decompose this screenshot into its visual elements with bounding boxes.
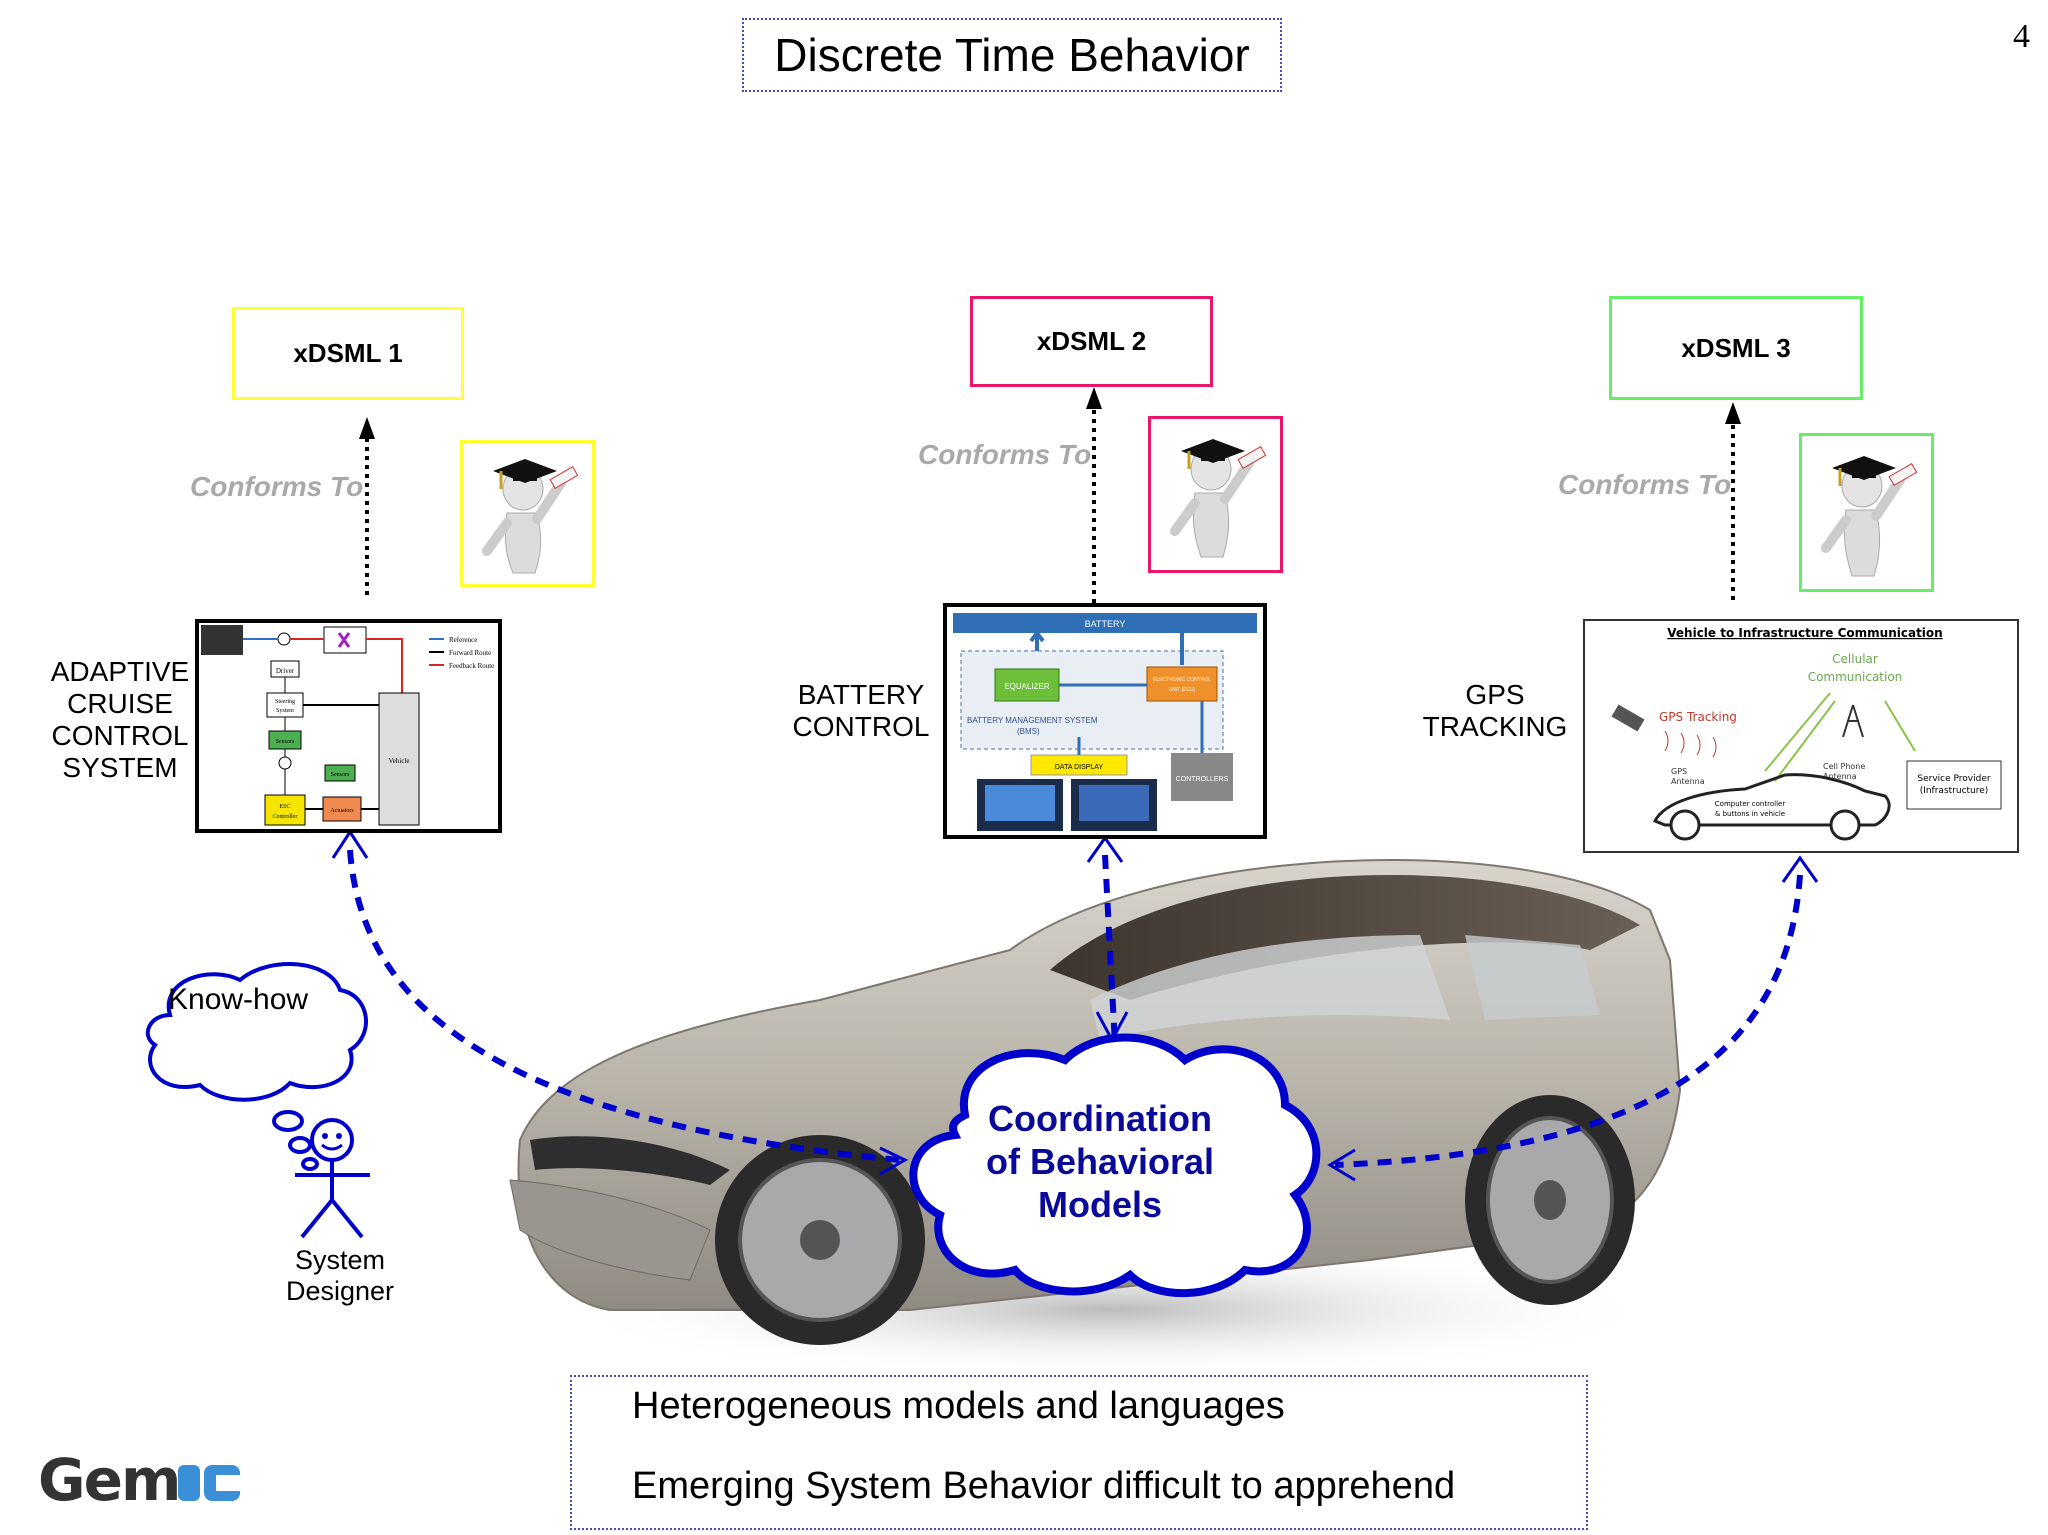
- svg-text:ELECTRONIC CONTROL: ELECTRONIC CONTROL: [1153, 677, 1211, 683]
- xdsml-1-box: xDSML 1: [232, 307, 464, 400]
- gemoc-logo: Gem: [38, 1445, 248, 1530]
- svg-text:Forward Route: Forward Route: [449, 649, 491, 657]
- language-engineer-3: [1799, 433, 1934, 592]
- conforms-arrow-1: [359, 417, 375, 595]
- svg-text:Feedback Route: Feedback Route: [449, 662, 494, 670]
- summary-box: [570, 1375, 1588, 1530]
- conforms-to-3: Conforms To: [1558, 469, 1732, 500]
- svg-text:EQUALIZER: EQUALIZER: [1004, 682, 1050, 691]
- system-label-1: ADAPTIVE CRUISE CONTROL SYSTEM: [50, 656, 190, 783]
- front-wheel: [715, 1135, 925, 1345]
- svg-text:System: System: [276, 708, 294, 714]
- svg-text:UNIT (ECU): UNIT (ECU): [1169, 687, 1196, 693]
- xdsml-3-label: xDSML 3: [1681, 332, 1791, 363]
- svg-text:Sensors: Sensors: [276, 739, 295, 745]
- thought-cloud: [145, 962, 368, 1171]
- svg-text:Computer controller: Computer controller: [1715, 800, 1786, 808]
- conforms-arrow-2: [1086, 387, 1102, 603]
- cell-tower-icon: [1842, 704, 1864, 738]
- car-outline-icon: [1652, 773, 1891, 841]
- graduate-figure-icon: [482, 459, 579, 574]
- language-engineer-1: [460, 440, 595, 587]
- graduate-figure-icon: [1821, 456, 1918, 577]
- svg-text:Gem: Gem: [38, 1446, 179, 1514]
- svg-text:BATTERY MANAGEMENT SYSTEM: BATTERY MANAGEMENT SYSTEM: [967, 716, 1098, 725]
- know-how-label: Know-how: [168, 983, 309, 1016]
- summary-line-1: Heterogeneous models and languages: [632, 1385, 1285, 1427]
- svg-text:& buttons in vehicle: & buttons in vehicle: [1715, 810, 1785, 818]
- xdsml-3-box: xDSML 3: [1609, 296, 1863, 400]
- svg-text:Actuators: Actuators: [330, 808, 354, 814]
- svg-text:(BMS): (BMS): [1017, 727, 1040, 736]
- svg-text:Steering: Steering: [275, 699, 295, 705]
- road-icon: [201, 625, 243, 655]
- system-label-3: GPS TRACKING: [1422, 679, 1568, 742]
- gemoc-logo-mark: Gem: [38, 1446, 240, 1514]
- svg-text:CONTROLLERS: CONTROLLERS: [1176, 776, 1229, 783]
- conforms-to-2: Conforms To: [918, 439, 1092, 470]
- conforms-arrow-3: [1725, 402, 1741, 600]
- xdsml-2-label: xDSML 2: [1036, 326, 1147, 356]
- svg-text:Cell Phone: Cell Phone: [1823, 762, 1865, 771]
- slide-title: Discrete Time Behavior: [742, 18, 1282, 92]
- summary-line-2: Emerging System Behavior difficult to ap…: [632, 1465, 1456, 1507]
- svg-text:Antenna: Antenna: [1823, 772, 1857, 781]
- graduate-figure-icon: [1170, 439, 1267, 558]
- svg-text:Service Provider: Service Provider: [1917, 774, 1990, 784]
- coordination-label: Coordination of Behavioral Models: [985, 1098, 1215, 1225]
- svg-text:(Infrastructure): (Infrastructure): [1920, 786, 1989, 796]
- xdsml-1-label: xDSML 1: [293, 338, 403, 368]
- satellite-icon: [1611, 704, 1645, 732]
- xdsml-2-box: xDSML 2: [970, 296, 1213, 387]
- svg-text:Antenna: Antenna: [1671, 777, 1705, 786]
- system-designer-label: System Designer: [285, 1245, 395, 1306]
- svg-text:DATA DISPLAY: DATA DISPLAY: [1055, 764, 1104, 771]
- battery-diagram: BATTERY EQUALIZER ELECTRONIC CONTROL UNI…: [943, 603, 1267, 839]
- svg-text:Sensors: Sensors: [331, 772, 350, 778]
- svg-text:Cellular: Cellular: [1832, 652, 1878, 666]
- svg-text:GPS: GPS: [1671, 767, 1687, 776]
- svg-text:GPS Tracking: GPS Tracking: [1659, 710, 1737, 724]
- svg-text:Controller: Controller: [273, 814, 298, 820]
- svg-text:Vehicle to Infrastructure Comm: Vehicle to Infrastructure Communication: [1667, 626, 1942, 640]
- svg-text:Reference: Reference: [449, 636, 477, 644]
- stick-figure-icon: [295, 1118, 370, 1239]
- svg-text:BATTERY: BATTERY: [1085, 619, 1126, 629]
- svg-text:Driver: Driver: [276, 667, 295, 675]
- svg-text:ESC: ESC: [279, 804, 290, 810]
- coordination-cloud: [909, 1033, 1321, 1298]
- conforms-to-1: Conforms To: [190, 471, 364, 502]
- page-number: 4: [2013, 18, 2030, 55]
- svg-text:Communication: Communication: [1808, 670, 1903, 684]
- gps-diagram: Vehicle to Infrastructure Communication …: [1583, 619, 2019, 853]
- system-label-2: BATTERY CONTROL: [792, 679, 930, 742]
- svg-text:Vehicle: Vehicle: [389, 757, 410, 765]
- acc-diagram: Driver Steering System Sensors Sensors E…: [195, 619, 502, 833]
- language-engineer-2: [1148, 416, 1283, 573]
